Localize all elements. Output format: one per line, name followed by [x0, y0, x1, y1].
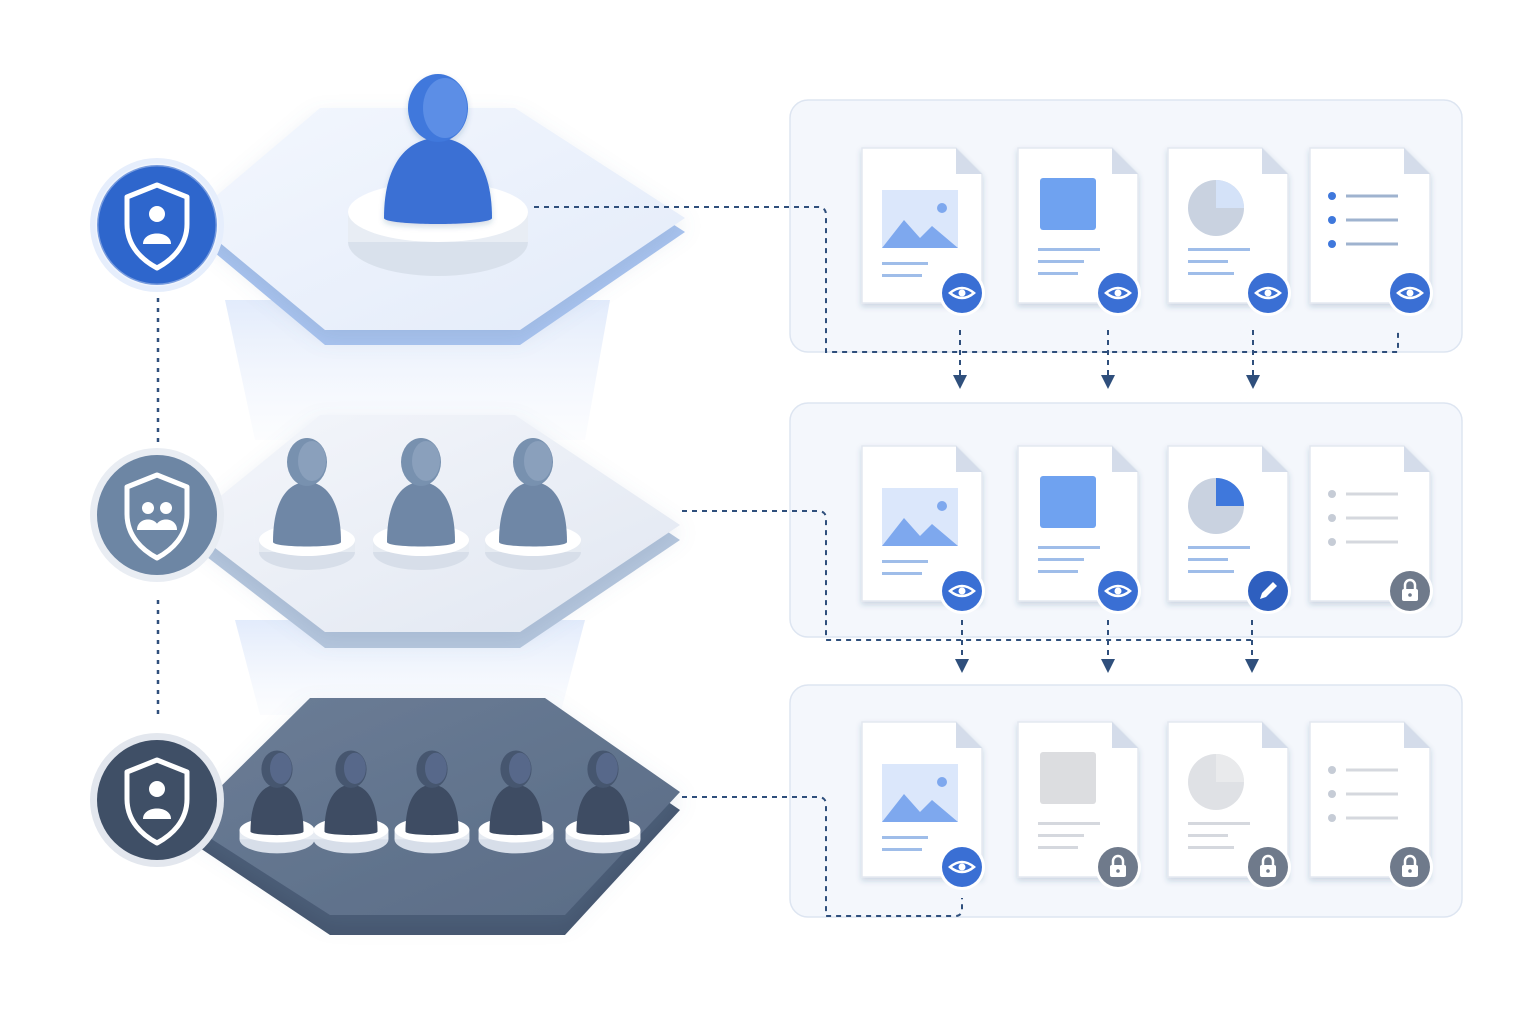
- eye-icon: [939, 844, 985, 890]
- role-badge-top: [90, 158, 224, 292]
- eye-icon: [939, 568, 985, 614]
- block-document[interactable]: [1017, 147, 1141, 316]
- flow-arrows: [953, 330, 1260, 673]
- shield-single-user-icon: [124, 757, 190, 846]
- block-document[interactable]: [1017, 721, 1141, 890]
- connector-top-platform: [534, 206, 1399, 353]
- eye-icon: [1095, 568, 1141, 614]
- lock-icon: [1387, 844, 1433, 890]
- connector-middle-platform: [682, 510, 1255, 641]
- list-document[interactable]: [1309, 445, 1433, 614]
- chart-document[interactable]: [1167, 445, 1291, 614]
- chart-document[interactable]: [1167, 721, 1291, 890]
- document-grid: [861, 147, 1433, 890]
- user-figure-icon: [394, 750, 470, 854]
- user-figure-icon: [565, 750, 641, 854]
- image-document[interactable]: [861, 445, 985, 614]
- user-figure-icon: [478, 750, 554, 854]
- image-document[interactable]: [861, 721, 985, 890]
- user-figure-icon: [313, 750, 389, 854]
- flow-connectors: [534, 206, 1399, 917]
- pencil-icon: [1245, 568, 1291, 614]
- eye-icon: [1095, 270, 1141, 316]
- chart-document[interactable]: [1167, 147, 1291, 316]
- image-document[interactable]: [861, 147, 985, 316]
- user-figure-icon: [485, 438, 581, 570]
- list-document[interactable]: [1309, 147, 1433, 316]
- eye-icon: [1245, 270, 1291, 316]
- list-document[interactable]: [1309, 721, 1433, 890]
- lock-icon: [1245, 844, 1291, 890]
- role-badge-middle: [90, 448, 224, 582]
- block-document[interactable]: [1017, 445, 1141, 614]
- shield-single-user-icon: [124, 182, 190, 271]
- role-badge-bottom: [90, 733, 224, 867]
- eye-icon: [939, 270, 985, 316]
- user-figure-icon: [239, 750, 315, 854]
- shield-group-icon: [124, 472, 190, 561]
- tier-top-user: [348, 74, 528, 276]
- user-figure-icon: [373, 438, 469, 570]
- eye-icon: [1387, 270, 1433, 316]
- lock-icon: [1095, 844, 1141, 890]
- lock-icon: [1387, 568, 1433, 614]
- admin-user-icon: [384, 74, 492, 224]
- tier-middle-users: [259, 438, 581, 570]
- tier-bottom-users: [239, 750, 641, 854]
- user-figure-icon: [259, 438, 355, 570]
